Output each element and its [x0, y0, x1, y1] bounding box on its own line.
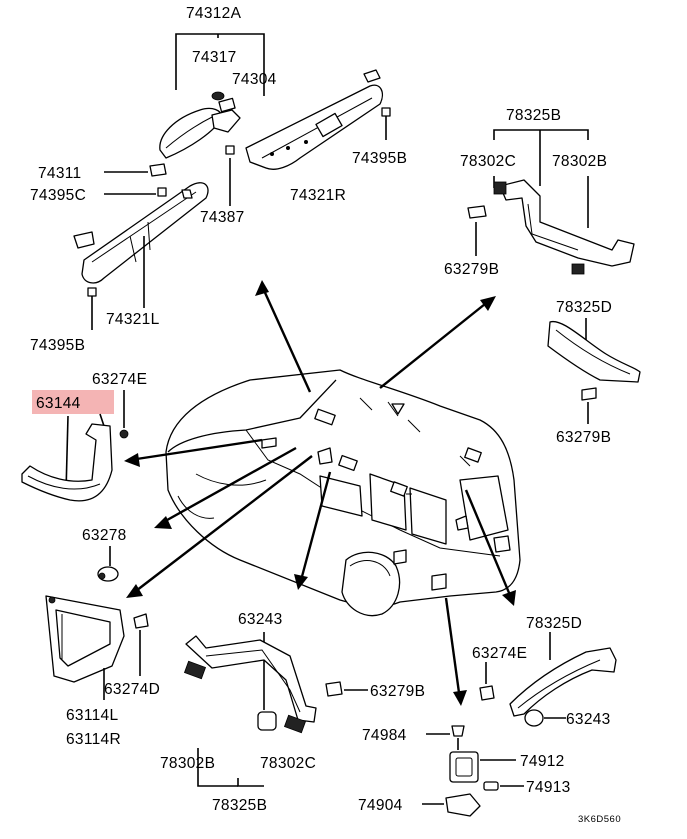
sun-visor-left[interactable] [73, 163, 209, 330]
label-74395B-left: 74395B [30, 337, 85, 354]
label-63114L: 63114L [66, 707, 118, 724]
label-78302C-top: 78302C [460, 153, 516, 170]
label-78325D-top: 78325D [556, 299, 612, 316]
hook-assembly-749[interactable] [422, 725, 524, 817]
label-74912: 74912 [520, 753, 565, 770]
label-78325B-top: 78325B [506, 107, 561, 124]
label-63243-bot: 63243 [566, 711, 611, 728]
reference-code: 3K6D560 [578, 814, 621, 825]
label-78302C-bot: 78302C [260, 755, 316, 772]
label-78325B-bot: 78325B [212, 797, 267, 814]
assist-grip-bottom[interactable] [183, 632, 368, 787]
leader-arrows [124, 280, 516, 706]
label-78302B-bot: 78302B [160, 755, 215, 772]
window-garnish-63114[interactable] [45, 595, 149, 700]
label-74321R: 74321R [290, 187, 346, 204]
assist-grip-middle[interactable] [547, 318, 641, 424]
grip-63144[interactable] [21, 390, 129, 502]
label-63279B-mid: 63279B [556, 429, 611, 446]
label-74913: 74913 [526, 779, 571, 796]
label-74312A: 74312A [186, 5, 242, 22]
label-74321L: 74321L [106, 311, 160, 328]
label-63243-mid: 63243 [238, 611, 283, 628]
assist-grip-top[interactable] [467, 129, 635, 275]
highlight-63144 [32, 390, 114, 414]
label-63144: 63144 [36, 395, 81, 412]
label-74304: 74304 [232, 71, 277, 88]
label-74387: 74387 [200, 209, 245, 226]
label-63279B-top: 63279B [444, 261, 499, 278]
assist-grip-bottom-right[interactable] [479, 632, 617, 727]
label-63274E-top: 63274E [92, 371, 147, 388]
sun-visor-right[interactable] [245, 69, 391, 170]
label-74317: 74317 [192, 49, 237, 66]
label-78302B-top: 78302B [552, 153, 607, 170]
label-74984: 74984 [362, 727, 407, 744]
label-63274D: 63274D [104, 681, 160, 698]
label-78325D-bot: 78325D [526, 615, 582, 632]
label-74904: 74904 [358, 797, 403, 814]
label-74311: 74311 [38, 165, 81, 182]
label-63279B-bot: 63279B [370, 683, 425, 700]
label-74395C: 74395C [30, 187, 86, 204]
label-63278: 63278 [82, 527, 127, 544]
label-74395B-top: 74395B [352, 150, 407, 167]
rear-view-mirror-group[interactable] [159, 33, 265, 159]
label-63274E-bot: 63274E [472, 645, 527, 662]
clip-63278[interactable] [97, 566, 119, 582]
vehicle-body [165, 369, 521, 617]
label-63114R: 63114R [66, 731, 121, 748]
